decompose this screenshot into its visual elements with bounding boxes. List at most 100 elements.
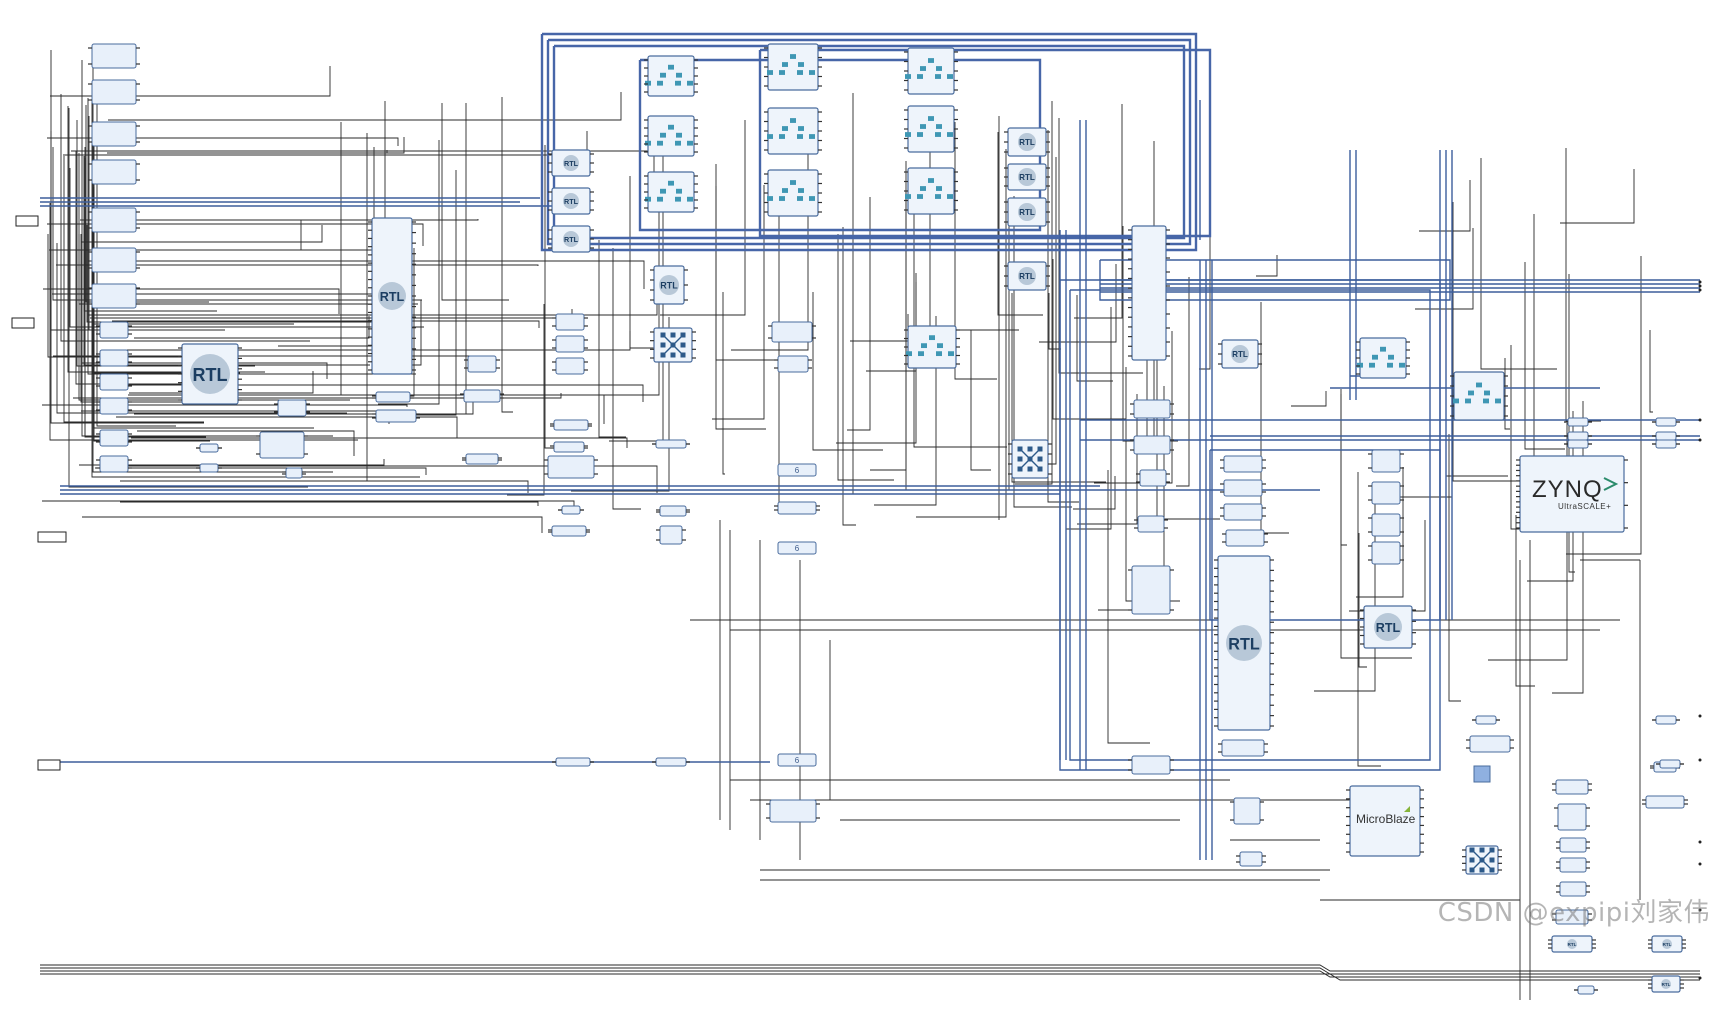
port-pin[interactable] [1699,289,1702,292]
hierarchy-block[interactable] [768,108,818,154]
ip-block[interactable] [656,440,686,448]
left-ip-block[interactable] [92,44,136,68]
hierarchy-block[interactable] [1360,338,1406,378]
ip-block[interactable] [1226,530,1264,546]
ip-block[interactable] [1372,514,1400,536]
left-ip-block[interactable] [92,80,136,104]
external-port[interactable] [16,216,38,226]
ip-block[interactable] [556,358,584,374]
tall-interface-block[interactable] [1132,226,1166,360]
port-buffer[interactable] [1656,716,1676,724]
port-pin[interactable] [1699,977,1702,980]
ip-block[interactable] [556,758,590,766]
port-pin[interactable] [1699,419,1702,422]
left-ip-block[interactable] [92,122,136,146]
ip-block[interactable] [1578,986,1594,994]
hierarchy-block[interactable] [908,48,954,94]
ip-block[interactable] [562,506,580,514]
ip-block[interactable] [464,390,500,402]
ip-block[interactable] [1558,804,1586,830]
left-ip-block[interactable] [92,248,136,272]
left-small-ip[interactable] [100,374,128,390]
ip-block[interactable] [466,454,498,464]
ip-block[interactable] [1646,796,1684,808]
ip-block[interactable] [770,800,816,822]
ip-block[interactable] [554,442,584,452]
port-buffer[interactable] [1660,760,1680,768]
ip-block[interactable] [552,526,586,536]
ip-block[interactable] [778,502,816,514]
ip-block[interactable] [1556,780,1588,794]
ip-block[interactable] [1560,858,1586,872]
ip-block[interactable] [1224,480,1262,496]
ip-block[interactable] [260,432,304,458]
ip-block[interactable] [1132,756,1170,774]
hierarchy-block[interactable] [768,170,818,216]
hierarchy-block[interactable] [648,172,694,212]
ip-block[interactable] [1372,450,1400,472]
hierarchy-block[interactable] [908,168,954,214]
left-small-ip[interactable] [100,322,128,338]
ip-block[interactable] [1372,482,1400,504]
left-ip-block[interactable] [92,208,136,232]
ip-block[interactable] [286,468,302,478]
ip-block[interactable] [1470,736,1510,752]
left-small-ip[interactable] [100,350,128,366]
ip-block[interactable] [1224,456,1262,472]
ip-block[interactable] [778,356,808,372]
port-pin[interactable] [1699,841,1702,844]
ip-block[interactable] [1138,516,1164,532]
ip-block[interactable] [1372,542,1400,564]
port-buffer[interactable] [1568,440,1588,448]
ip-block[interactable] [278,400,306,416]
hierarchy-block[interactable] [768,44,818,90]
ip-block[interactable] [1132,566,1170,614]
ip-block[interactable] [1240,852,1262,866]
port-pin[interactable] [1699,281,1702,284]
ip-block[interactable] [554,420,588,430]
port-buffer[interactable] [1656,418,1676,426]
ip-block[interactable] [376,392,410,402]
ip-block[interactable] [656,758,686,766]
port-pin[interactable] [1699,863,1702,866]
external-port[interactable] [38,760,60,770]
external-port[interactable] [12,318,34,328]
ip-block[interactable] [200,464,218,472]
left-ip-block[interactable] [92,160,136,184]
ip-block[interactable] [556,336,584,352]
hierarchy-block[interactable] [908,326,956,368]
ip-block[interactable] [1134,436,1170,454]
ip-block[interactable] [1234,798,1260,824]
ip-block[interactable] [1224,504,1262,520]
external-port[interactable] [38,532,66,542]
hierarchy-block[interactable] [1454,372,1504,420]
left-small-ip[interactable] [100,430,128,446]
hierarchy-block[interactable] [648,56,694,96]
ip-block[interactable] [1560,838,1586,852]
port-buffer[interactable] [1656,432,1676,440]
ip-block[interactable] [772,322,812,342]
left-ip-block[interactable] [92,284,136,308]
ip-block[interactable] [1134,400,1170,418]
ip-block[interactable] [660,526,682,544]
hierarchy-block[interactable] [908,106,954,152]
port-pin[interactable] [1699,439,1702,442]
ip-block[interactable] [200,444,218,452]
ip-block[interactable] [556,314,584,330]
ip-block[interactable] [376,410,416,422]
left-small-ip[interactable] [100,456,128,472]
ip-block[interactable] [548,456,594,478]
ip-block[interactable] [660,506,686,516]
ip-block[interactable] [468,356,496,372]
hierarchy-block[interactable] [648,116,694,156]
left-small-ip[interactable] [100,398,128,414]
port-buffer[interactable] [1568,432,1588,440]
port-buffer[interactable] [1656,440,1676,448]
port-buffer[interactable] [1568,418,1588,426]
port-pin[interactable] [1699,715,1702,718]
ip-block[interactable] [1222,740,1264,756]
port-buffer[interactable] [1476,716,1496,724]
port-pin[interactable] [1699,285,1702,288]
port-pin[interactable] [1699,759,1702,762]
